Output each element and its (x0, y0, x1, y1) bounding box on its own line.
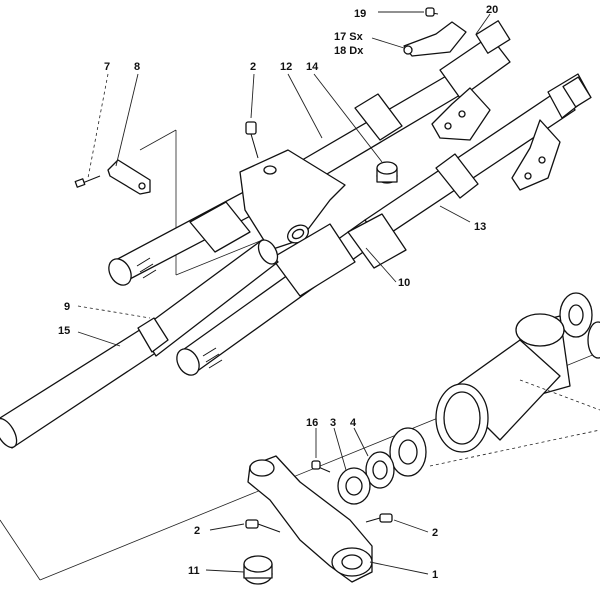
callout-4: 4 (350, 417, 357, 429)
cap-nut (243, 555, 273, 585)
callout-2-left: 2 (194, 525, 200, 537)
fork-crown (239, 149, 346, 251)
crown-bolt (245, 121, 259, 159)
callout-labels: 19 20 17 Sx 18 Dx 7 8 2 12 14 13 10 9 15… (58, 4, 498, 581)
small-bracket (74, 159, 151, 195)
callout-9: 9 (64, 301, 70, 313)
ring-nut (311, 460, 371, 505)
callout-16: 16 (306, 417, 318, 429)
callout-13: 13 (474, 221, 486, 233)
callout-1: 1 (432, 569, 438, 581)
callout-2-top: 2 (250, 61, 256, 73)
long-tube (0, 239, 279, 449)
callout-15: 15 (58, 325, 70, 337)
fork-top-right (431, 20, 511, 141)
plug (376, 161, 398, 184)
callout-2-right: 2 (432, 527, 438, 539)
callout-11: 11 (188, 565, 200, 577)
callout-7: 7 (104, 61, 110, 73)
callout-12: 12 (280, 61, 292, 73)
callout-10: 10 (398, 277, 410, 289)
fork-leg-left (176, 87, 576, 376)
callout-17-sx: 17 Sx (334, 31, 364, 43)
callout-19: 19 (354, 8, 366, 20)
callout-14: 14 (306, 61, 319, 73)
fork-top-left (511, 73, 592, 191)
callout-18-dx: 18 Dx (334, 45, 364, 57)
clamp-bolts (245, 513, 393, 533)
callout-3: 3 (330, 417, 336, 429)
top-clamp (403, 7, 467, 57)
steering-bearings (365, 292, 600, 489)
leader-lines (77, 11, 600, 575)
callout-8: 8 (134, 61, 140, 73)
lower-clamp (247, 455, 373, 583)
callout-20: 20 (486, 4, 498, 16)
